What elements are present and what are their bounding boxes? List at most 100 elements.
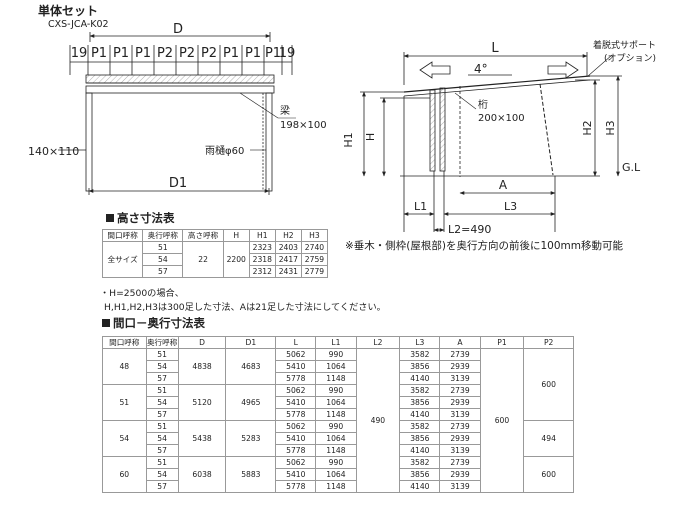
- span-width-cell: 54: [102, 420, 147, 457]
- span-cell: 51: [145, 420, 179, 433]
- height-cell: 2403: [274, 241, 302, 254]
- span-cell: 1148: [315, 480, 357, 493]
- span-d1-cell: 5283: [225, 420, 277, 457]
- span-cell: 1064: [315, 468, 357, 481]
- set-title: 単体セット: [38, 4, 99, 18]
- span-th: L3: [399, 336, 441, 349]
- span-d1-cell: 4965: [225, 384, 277, 421]
- span-cell: 2739: [439, 384, 481, 397]
- span-cell: 4140: [399, 444, 441, 457]
- span-cell: 54: [145, 432, 179, 445]
- height-table-title: 高さ寸法表: [106, 210, 175, 226]
- span-cell: 2939: [439, 396, 481, 409]
- span-cell: 5410: [275, 468, 317, 481]
- option-label: 着脱式サポート: [593, 39, 656, 51]
- pitch-label: P1: [265, 46, 281, 61]
- span-d-cell: 4838: [177, 348, 227, 385]
- span-cell: 5778: [275, 408, 317, 421]
- span-d1-cell: 4683: [225, 348, 277, 385]
- girder-label: 桁: [478, 98, 488, 111]
- span-cell: 5062: [275, 384, 317, 397]
- front-width-label: D: [173, 22, 183, 37]
- span-cell: 57: [145, 444, 179, 457]
- a-label: A: [499, 178, 508, 192]
- span-cell: 3139: [439, 480, 481, 493]
- height-cell: 2417: [274, 253, 302, 266]
- span-cell: 3139: [439, 372, 481, 385]
- height-cell: 2312: [248, 265, 276, 278]
- beam-size-label: 198×100: [280, 120, 327, 131]
- span-th: 間口呼称: [102, 336, 147, 349]
- span-cell: 990: [315, 348, 357, 361]
- h2-label: H2: [581, 120, 594, 135]
- span-cell: 3139: [439, 408, 481, 421]
- span-th: L: [275, 336, 317, 349]
- span-p2-cell: 600: [523, 348, 574, 421]
- height-th: H1: [248, 229, 276, 242]
- gutter-label: 雨樋φ60: [205, 144, 244, 157]
- h2500-note-1: ・H=2500の場合、: [100, 288, 184, 299]
- span-cell: 5410: [275, 360, 317, 373]
- span-cell: 51: [145, 384, 179, 397]
- span-d-cell: 5120: [177, 384, 227, 421]
- span-cell: 3856: [399, 468, 441, 481]
- pitch-label: P2: [157, 46, 173, 61]
- height-th: 奥行呼称: [142, 229, 184, 242]
- side-length-label: L: [491, 41, 499, 56]
- height-cell: 2318: [248, 253, 276, 266]
- span-cell: 1148: [315, 444, 357, 457]
- span-th: 奥行呼称: [145, 336, 179, 349]
- girder-size-label: 200×100: [478, 113, 525, 124]
- span-cell: 3582: [399, 420, 441, 433]
- h1-label: H1: [342, 132, 355, 147]
- span-width-cell: 48: [102, 348, 147, 385]
- span-p2-cell: 494: [523, 420, 574, 457]
- slope-label: 4°: [474, 62, 488, 76]
- height-cell: 51: [142, 241, 184, 254]
- span-cell: 2739: [439, 456, 481, 469]
- span-th: P2: [523, 336, 574, 349]
- height-th: 高さ呼称: [182, 229, 224, 242]
- span-cell: 54: [145, 360, 179, 373]
- height-th: H2: [274, 229, 302, 242]
- pitch-label: P1: [223, 46, 239, 61]
- height-cell: 2323: [248, 241, 276, 254]
- span-cell: 2739: [439, 420, 481, 433]
- span-cell: 57: [145, 408, 179, 421]
- height-cell: 2740: [300, 241, 329, 254]
- span-cell: 2939: [439, 468, 481, 481]
- span-cell: 1148: [315, 408, 357, 421]
- post-size-label: 140×110: [28, 145, 79, 158]
- span-width-cell: 60: [102, 456, 147, 493]
- pitch-label: P1: [113, 46, 129, 61]
- option-label-2: (オプション): [604, 53, 656, 64]
- height-cell: 57: [142, 265, 184, 278]
- span-cell: 4140: [399, 408, 441, 421]
- span-cell: 5410: [275, 432, 317, 445]
- pitch-label: P1: [135, 46, 151, 61]
- span-cell: 2939: [439, 360, 481, 373]
- l3-label: L3: [504, 200, 517, 213]
- pitch-label: P2: [201, 46, 217, 61]
- span-th: D1: [225, 336, 277, 349]
- height-cell: 54: [142, 253, 184, 266]
- span-cell: 51: [145, 456, 179, 469]
- span-cell: 3582: [399, 456, 441, 469]
- span-cell: 4140: [399, 480, 441, 493]
- span-cell: 3856: [399, 360, 441, 373]
- h3-label: H3: [604, 120, 617, 135]
- height-cell: 2779: [300, 265, 329, 278]
- span-cell: 5410: [275, 396, 317, 409]
- height-h-cell: 2200: [222, 241, 250, 278]
- span-p1-cell: 600: [479, 348, 525, 493]
- front-view: [58, 32, 296, 195]
- bullet-square: [102, 319, 110, 327]
- span-cell: 5778: [275, 444, 317, 457]
- span-table-title-text: 間口－奥行寸法表: [113, 316, 205, 330]
- model-number: CXS-JCA-K02: [48, 19, 109, 30]
- span-cell: 990: [315, 456, 357, 469]
- span-d-cell: 6038: [177, 456, 227, 493]
- front-bottom-label: D1: [169, 176, 187, 191]
- span-cell: 2939: [439, 432, 481, 445]
